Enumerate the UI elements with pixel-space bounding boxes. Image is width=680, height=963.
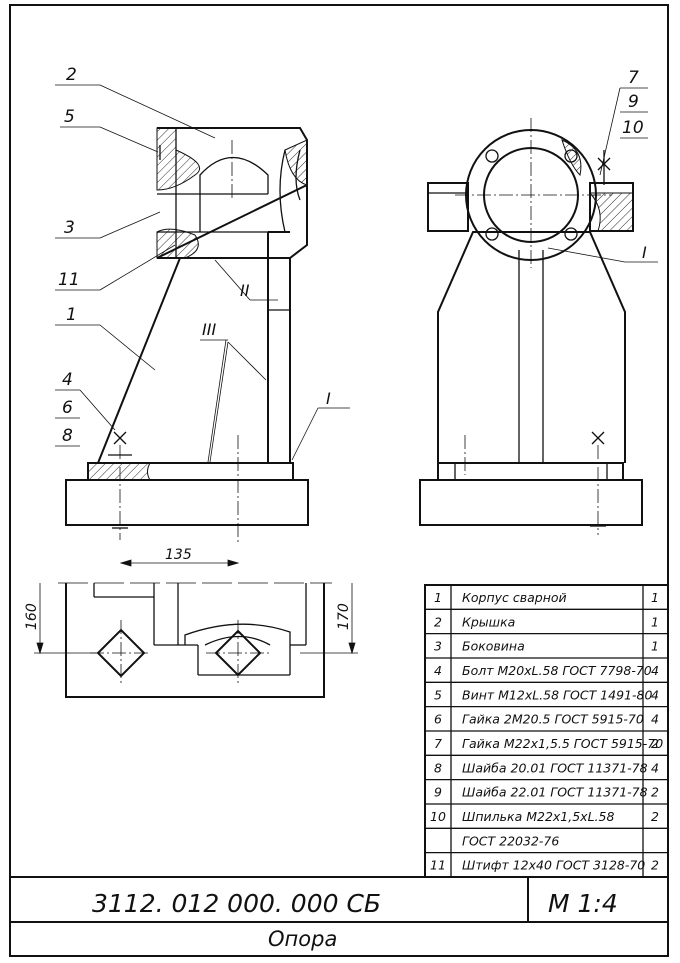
parts-row-quantity: 4	[651, 687, 659, 702]
leader-7: 7	[628, 68, 639, 88]
leader-4: 4	[62, 370, 73, 390]
foot-hatch	[87, 462, 151, 481]
parts-row-quantity: 2	[651, 809, 659, 824]
parts-row-quantity: 4	[651, 712, 659, 727]
top-view	[58, 582, 332, 698]
leader-3: 3	[64, 218, 75, 238]
parts-row-name: Шайба 20.01 ГОСТ 11371-78	[462, 760, 648, 775]
front-leaders	[55, 84, 216, 447]
parts-row-number: 9	[434, 785, 442, 800]
parts-row-number: 6	[434, 712, 442, 727]
parts-row-quantity: 1	[651, 614, 659, 629]
section-label-I-side: I	[642, 243, 647, 262]
parts-row-name: ГОСТ 22032-76	[462, 833, 559, 848]
leader-9: 9	[628, 92, 639, 112]
drawing-scale: М 1:4	[548, 889, 618, 918]
section-label-II: II	[240, 281, 250, 300]
parts-row-quantity: 4	[651, 760, 659, 775]
dimension-170: 170	[336, 603, 352, 630]
side-base-plate	[419, 479, 643, 526]
dimension-135: 135	[165, 547, 192, 563]
side-leaders	[547, 87, 658, 263]
parts-row-name: Шпилька М22х1,5хL.58	[462, 809, 614, 824]
front-base-plate	[65, 479, 309, 526]
leader-5: 5	[64, 107, 75, 127]
parts-row-quantity: 2	[651, 785, 659, 800]
parts-row-number: 8	[434, 760, 442, 775]
front-view	[65, 127, 350, 545]
side-body-outline	[437, 231, 626, 463]
pin-hatch	[156, 228, 199, 259]
drawing-name: Опора	[268, 927, 337, 951]
dimension-160: 160	[24, 603, 40, 630]
title-block	[10, 876, 668, 923]
dimension-lines	[34, 559, 358, 655]
leader-10: 10	[622, 118, 644, 138]
side-hatch	[588, 192, 634, 232]
parts-row-name: Гайка 2М20.5 ГОСТ 5915-70	[462, 712, 644, 727]
parts-row-name: Боковина	[462, 639, 525, 654]
leader-11: 11	[58, 270, 80, 290]
parts-row-number: 5	[434, 687, 442, 702]
parts-row-number: 2	[434, 614, 442, 629]
sheet-frame	[9, 4, 669, 957]
leader-2: 2	[66, 65, 77, 85]
top-view-outline	[65, 583, 325, 698]
parts-row-name: Винт М12хL.58 ГОСТ 1491-80	[462, 687, 652, 702]
parts-row-name: Болт М20хL.58 ГОСТ 7798-70	[462, 663, 652, 678]
parts-row-name: Штифт 12х40 ГОСТ 3128-70	[462, 858, 645, 873]
section-label-III: III	[202, 320, 216, 339]
parts-row-name: Корпус сварной	[462, 590, 567, 605]
parts-row-quantity: 2	[651, 736, 659, 751]
parts-row-number: 11	[430, 858, 446, 873]
leader-1: 1	[66, 305, 77, 325]
parts-row-number: 1	[434, 590, 442, 605]
parts-row-name: Гайка М22х1,5.5 ГОСТ 5915-70	[462, 736, 663, 751]
parts-row-name: Шайба 22.01 ГОСТ 11371-78	[462, 785, 648, 800]
parts-row-quantity: 4	[651, 663, 659, 678]
screw-hatch-top	[156, 127, 200, 191]
parts-row-number: 10	[430, 809, 446, 824]
parts-row-quantity: 1	[651, 590, 659, 605]
leader-6: 6	[62, 398, 73, 418]
parts-row-quantity: 1	[651, 639, 659, 654]
parts-row-quantity: 2	[651, 858, 659, 873]
leader-8: 8	[62, 426, 73, 446]
side-view	[419, 118, 643, 535]
parts-row-name: Крышка	[462, 614, 515, 629]
parts-row-number: 4	[434, 663, 442, 678]
section-label-I-front: I	[326, 389, 331, 408]
drawing-code: 3112. 012 000. 000 СБ	[92, 889, 381, 918]
parts-row-number: 7	[434, 736, 442, 751]
parts-row-number: 3	[434, 639, 442, 654]
